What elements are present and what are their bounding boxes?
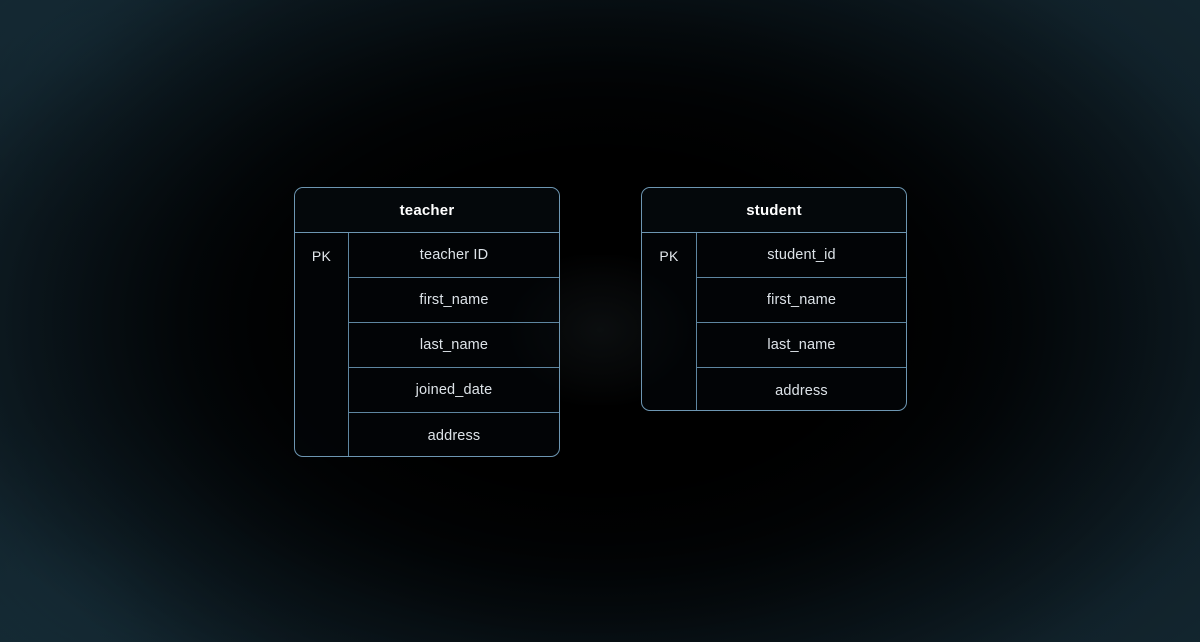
entity-header-student: student	[642, 188, 906, 233]
field-row[interactable]: address	[697, 368, 906, 410]
field-name: last_name	[419, 337, 489, 353]
field-row[interactable]: student_id	[697, 233, 906, 278]
field-name: last_name	[767, 337, 836, 353]
key-badge-pk-student: PK	[659, 247, 679, 264]
entity-table-student[interactable]: student PK student_id first_name last_na…	[641, 187, 907, 411]
field-name: first_name	[419, 292, 489, 308]
entity-body-teacher: PK teacher ID first_name last_name joine…	[295, 233, 559, 456]
entity-title-teacher: teacher	[399, 201, 455, 219]
field-column-teacher: teacher ID first_name last_name joined_d…	[349, 233, 559, 456]
key-badge-pk-teacher: PK	[311, 247, 332, 264]
field-row[interactable]: last_name	[349, 323, 559, 368]
field-row[interactable]: address	[349, 413, 559, 456]
key-column-teacher: PK	[295, 233, 349, 456]
field-row[interactable]: first_name	[697, 278, 906, 323]
field-name: student_id	[767, 247, 836, 263]
field-name: teacher ID	[419, 247, 489, 263]
field-name: address	[775, 382, 828, 399]
field-row[interactable]: joined_date	[349, 368, 559, 413]
entity-title-student: student	[746, 201, 802, 219]
entity-table-teacher[interactable]: teacher PK teacher ID first_name last_na…	[294, 187, 560, 457]
field-row[interactable]: first_name	[349, 278, 559, 323]
field-name: first_name	[766, 292, 837, 308]
key-column-student: PK	[642, 233, 697, 410]
entity-body-student: PK student_id first_name last_name addre…	[642, 233, 906, 410]
field-row[interactable]: teacher ID	[349, 233, 559, 278]
entity-header-teacher: teacher	[295, 188, 559, 233]
field-name: address	[427, 427, 481, 444]
field-row[interactable]: last_name	[697, 323, 906, 368]
field-name: joined_date	[415, 382, 493, 398]
field-column-student: student_id first_name last_name address	[697, 233, 906, 410]
